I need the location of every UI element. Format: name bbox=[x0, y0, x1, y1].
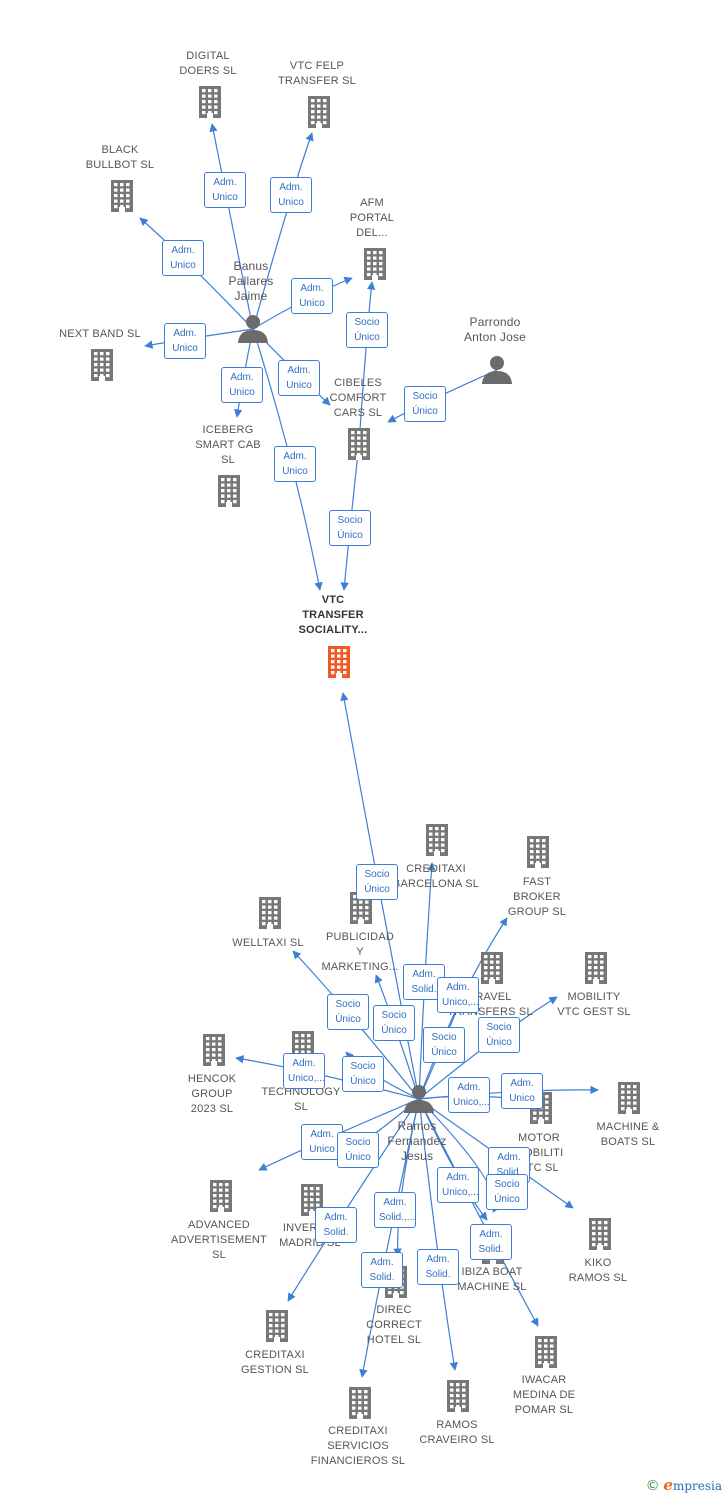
node-label-ramos_craveiro[interactable]: RAMOS CRAVEIRO SL bbox=[419, 1419, 495, 1446]
main-company-building-icon[interactable] bbox=[328, 646, 350, 678]
role-badge[interactable]: Adm. Unico bbox=[164, 323, 206, 359]
building-icon[interactable] bbox=[481, 952, 503, 984]
node-label-welltaxi[interactable]: WELLTAXI SL bbox=[232, 937, 304, 949]
node-label-digital_doers[interactable]: DIGITAL DOERS SL bbox=[179, 50, 237, 77]
role-badge[interactable]: Adm. Unico bbox=[274, 446, 316, 482]
node-label-creditaxi_servicios[interactable]: CREDITAXI SERVICIOS FINANCIEROS SL bbox=[310, 1425, 406, 1467]
node-label-black_bullbot[interactable]: BLACK BULLBOT SL bbox=[85, 144, 155, 171]
building-icon[interactable] bbox=[308, 96, 330, 128]
node-label-iceberg[interactable]: ICEBERG SMART CAB SL bbox=[195, 424, 261, 466]
role-badge[interactable]: Adm. Unico bbox=[278, 360, 320, 396]
building-icon[interactable] bbox=[350, 892, 372, 924]
role-badge[interactable]: Adm. Unico bbox=[301, 1124, 343, 1160]
role-badge[interactable]: Adm. Solid. bbox=[470, 1224, 512, 1260]
role-badge[interactable]: Adm. Unico,... bbox=[283, 1053, 325, 1089]
node-label-vtc_felp[interactable]: VTC FELP TRANSFER SL bbox=[278, 60, 356, 87]
role-badge[interactable]: Socio Único bbox=[342, 1056, 384, 1092]
role-badge[interactable]: Adm. Unico bbox=[501, 1073, 543, 1109]
node-label-machine_boats[interactable]: MACHINE & BOATS SL bbox=[596, 1121, 660, 1148]
building-icon[interactable] bbox=[210, 1180, 232, 1212]
building-icon[interactable] bbox=[203, 1034, 225, 1066]
role-badge[interactable]: Socio Único bbox=[356, 864, 398, 900]
node-label-mobility_vtc[interactable]: MOBILITY VTC GEST SL bbox=[557, 991, 631, 1018]
role-badge[interactable]: Adm. Unico bbox=[204, 172, 246, 208]
role-badge[interactable]: Adm. Solid. bbox=[417, 1249, 459, 1285]
role-badge[interactable]: Socio Único bbox=[478, 1017, 520, 1053]
role-badge[interactable]: Adm. Unico,... bbox=[437, 1167, 479, 1203]
node-label-kiko_ramos[interactable]: KIKO RAMOS SL bbox=[568, 1257, 628, 1284]
building-icon[interactable] bbox=[447, 1380, 469, 1412]
node-label-ramos[interactable]: Ramos Fernandez Jesus bbox=[387, 1119, 447, 1163]
building-icon[interactable] bbox=[364, 248, 386, 280]
node-label-parrondo[interactable]: Parrondo Anton Jose bbox=[463, 315, 527, 344]
building-icon[interactable] bbox=[349, 1387, 371, 1419]
role-badge[interactable]: Socio Único bbox=[373, 1005, 415, 1041]
role-badge[interactable]: Socio Único bbox=[486, 1174, 528, 1210]
node-label-hencok[interactable]: HENCOK GROUP 2023 SL bbox=[187, 1073, 237, 1115]
footer-brand[interactable]: © empresia bbox=[646, 1476, 722, 1494]
building-icon[interactable] bbox=[111, 180, 133, 212]
node-label-banus[interactable]: Banus Pallares Jaime bbox=[228, 259, 274, 303]
node-label-cibeles[interactable]: CIBELES COMFORT CARS SL bbox=[329, 377, 387, 419]
building-icon[interactable] bbox=[535, 1336, 557, 1368]
role-badge[interactable]: Socio Único bbox=[337, 1132, 379, 1168]
building-icon[interactable] bbox=[527, 836, 549, 868]
brand-initial: e bbox=[663, 1476, 673, 1494]
building-icon[interactable] bbox=[618, 1082, 640, 1114]
brand-name: mpresia bbox=[672, 1479, 722, 1493]
role-badge[interactable]: Adm. Solid.,... bbox=[374, 1192, 416, 1228]
role-badge[interactable]: Socio Único bbox=[346, 312, 388, 348]
role-badge[interactable]: Adm. Solid. bbox=[361, 1252, 403, 1288]
node-label-publicidad[interactable]: PUBLICIDAD Y MARKETING... bbox=[321, 931, 399, 973]
building-icon[interactable] bbox=[426, 824, 448, 856]
person-icon[interactable] bbox=[482, 356, 512, 384]
role-badge[interactable]: Socio Único bbox=[404, 386, 446, 422]
node-label-vtc_transfer[interactable]: VTC TRANSFER SOCIALITY... bbox=[298, 594, 368, 636]
building-icon[interactable] bbox=[259, 897, 281, 929]
building-icon[interactable] bbox=[348, 428, 370, 460]
building-icon[interactable] bbox=[91, 349, 113, 381]
node-label-next_band[interactable]: NEXT BAND SL bbox=[59, 328, 141, 340]
node-label-afm_portal[interactable]: AFM PORTAL DEL... bbox=[349, 197, 395, 239]
role-badge[interactable]: Adm. Unico,... bbox=[448, 1077, 490, 1113]
role-badge[interactable]: Adm. Unico,... bbox=[437, 977, 479, 1013]
node-label-fast_broker[interactable]: FAST BROKER GROUP SL bbox=[507, 876, 567, 918]
node-label-creditaxi_gestion[interactable]: CREDITAXI GESTION SL bbox=[240, 1349, 310, 1376]
building-icon[interactable] bbox=[266, 1310, 288, 1342]
node-label-creditaxi_barcelona[interactable]: CREDITAXI BARCELONA SL bbox=[392, 863, 480, 890]
node-label-direc_correct[interactable]: DIREC CORRECT HOTEL SL bbox=[366, 1304, 422, 1346]
role-badge[interactable]: Socio Único bbox=[327, 994, 369, 1030]
person-icon[interactable] bbox=[404, 1085, 434, 1113]
copyright-symbol: © bbox=[645, 1478, 660, 1494]
role-badge[interactable]: Socio Único bbox=[423, 1027, 465, 1063]
role-badge[interactable]: Adm. Unico bbox=[270, 177, 312, 213]
person-icon[interactable] bbox=[238, 315, 268, 343]
node-label-iwacar[interactable]: IWACAR MEDINA DE POMAR SL bbox=[512, 1374, 576, 1416]
role-badge[interactable]: Adm. Unico bbox=[162, 240, 204, 276]
building-icon[interactable] bbox=[218, 475, 240, 507]
role-badge[interactable]: Adm. Solid. bbox=[315, 1207, 357, 1243]
building-icon[interactable] bbox=[199, 86, 221, 118]
node-label-ibiza_boat[interactable]: IBIZA BOAT MACHINE SL bbox=[457, 1266, 527, 1293]
role-badge[interactable]: Adm. Unico bbox=[291, 278, 333, 314]
building-icon[interactable] bbox=[585, 952, 607, 984]
role-badge[interactable]: Socio Único bbox=[329, 510, 371, 546]
building-icon[interactable] bbox=[589, 1218, 611, 1250]
node-label-advanced_adv[interactable]: ADVANCED ADVERTISEMENT SL bbox=[171, 1219, 267, 1261]
role-badge[interactable]: Adm. Unico bbox=[221, 367, 263, 403]
